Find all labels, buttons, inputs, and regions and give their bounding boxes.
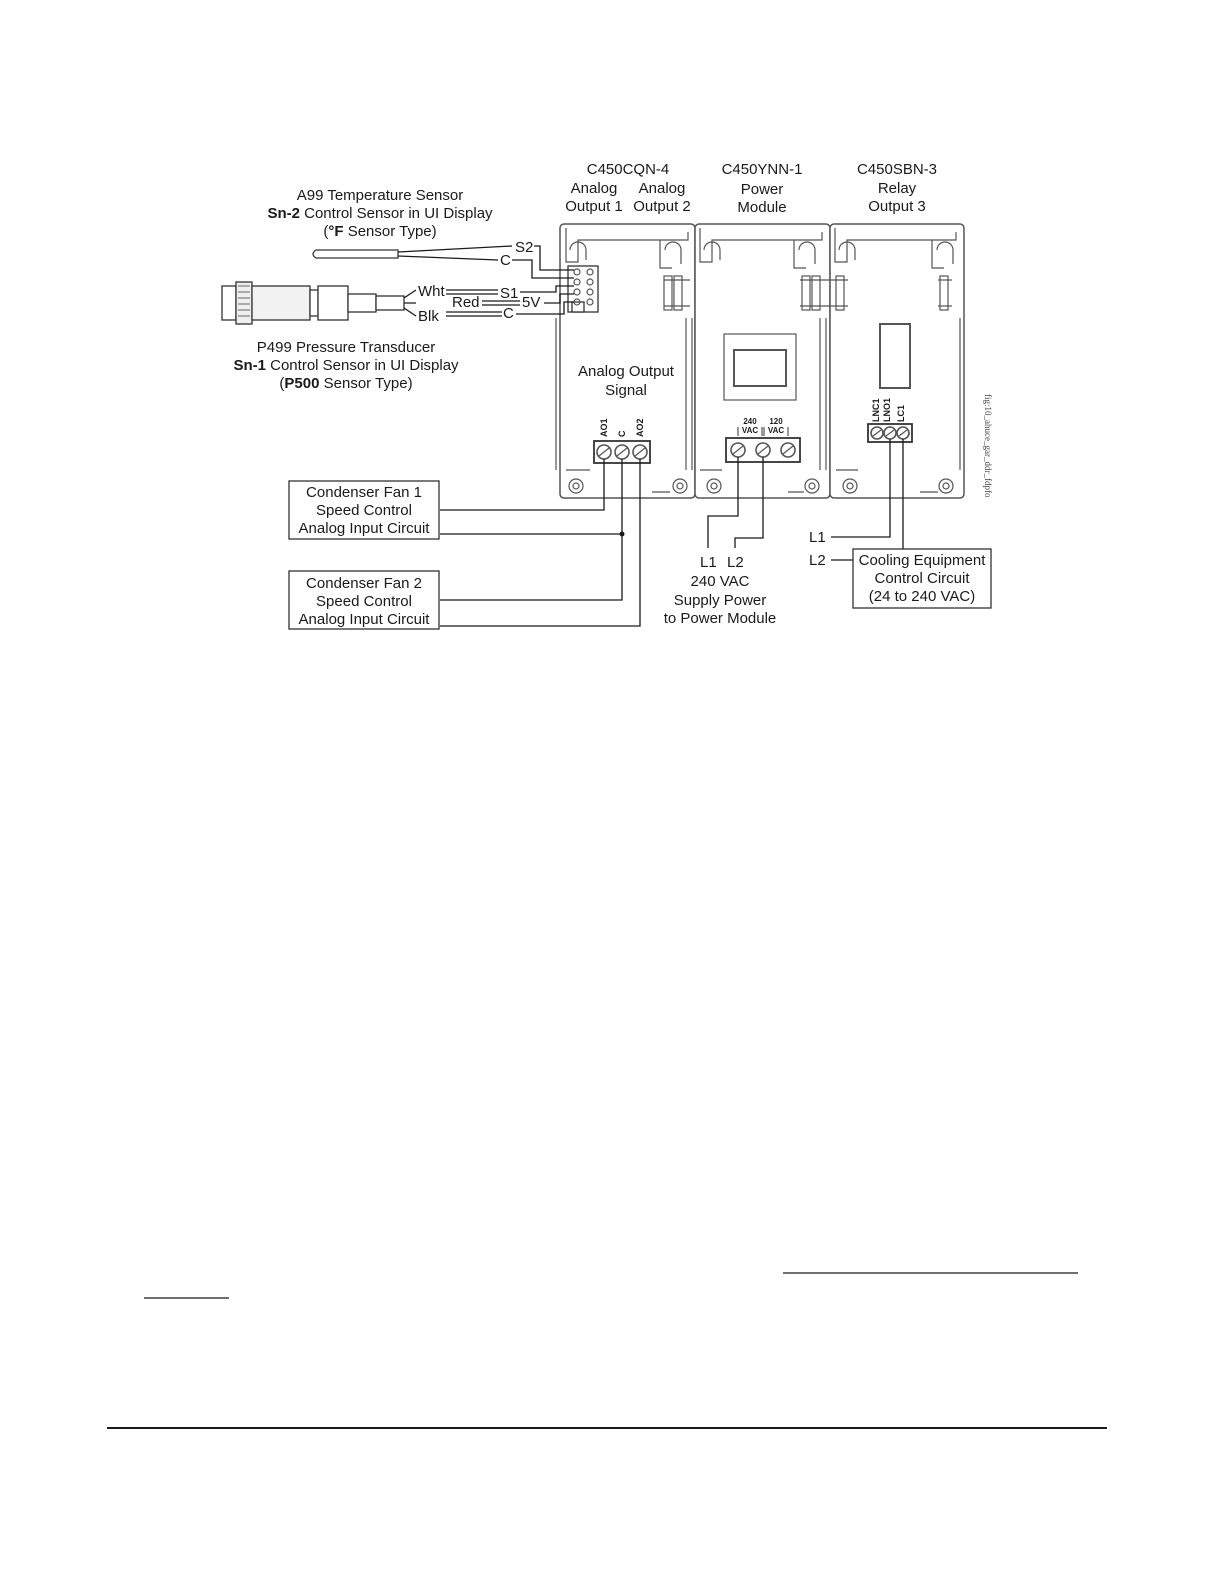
terminal-label-120: 120 — [769, 417, 783, 426]
svg-text:Analog Input Circuit: Analog Input Circuit — [299, 520, 431, 537]
svg-text:Condenser Fan 2: Condenser Fan 2 — [306, 575, 422, 592]
wire-wht — [446, 289, 498, 295]
supply-to-module-label: to Power Module — [664, 610, 777, 627]
wire-ao1-fan1 — [440, 459, 605, 511]
junction-dot — [619, 531, 625, 537]
module3-model: C450SBN-3 — [857, 161, 937, 178]
terminal-label-c: C — [617, 430, 627, 437]
svg-text:Speed Control: Speed Control — [316, 502, 412, 519]
wire-label-blk: Blk — [418, 308, 439, 325]
wire-label-c-bottom: C — [503, 305, 514, 322]
module1-col2-line1: Analog — [639, 180, 686, 197]
module2-housing — [691, 223, 831, 499]
sensor-terminal-block — [567, 265, 599, 313]
terminal-label-vac-240: VAC — [742, 426, 759, 435]
module3-line2: Output 3 — [868, 198, 926, 215]
module3-line1: Relay — [878, 180, 917, 197]
supply-l2: L2 — [727, 554, 744, 571]
temp-sensor-sn2: Sn-2 Control Sensor in UI Display — [267, 205, 493, 222]
module2-line2: Module — [737, 199, 786, 216]
module2-line1: Power — [741, 181, 784, 198]
module-connector — [663, 275, 690, 311]
wire-red — [482, 300, 520, 306]
analog-output-signal-line2: Signal — [605, 382, 647, 399]
pressure-sensor-sn1: Sn-1 Control Sensor in UI Display — [233, 357, 459, 374]
condenser-fan-2-box: Condenser Fan 2 Speed Control Analog Inp… — [288, 570, 440, 630]
svg-text:Condenser Fan 1: Condenser Fan 1 — [306, 484, 422, 501]
module1-col1-line2: Output 1 — [565, 198, 623, 215]
wire-ao2-fan2 — [440, 459, 641, 627]
terminal-label-lnc1: LNC1 — [871, 398, 881, 422]
terminal-label-ao2: AO2 — [635, 418, 645, 437]
wire-label-s1: S1 — [500, 285, 518, 302]
pressure-sensor-type: (P500 Sensor Type) — [279, 375, 412, 392]
terminal-label-lc1: LC1 — [896, 405, 906, 422]
relay-l2: L2 — [809, 552, 826, 569]
wire-c-bottom — [516, 301, 574, 315]
supply-voltage: 240 VAC — [691, 573, 750, 590]
wire-supply-l2 — [734, 457, 764, 548]
figure-id: fig:10_ahuce_gar_ddr_fdpfo — [983, 394, 993, 498]
terminal-label-lno1: LNO1 — [882, 398, 892, 422]
svg-text:Cooling Equipment: Cooling Equipment — [859, 552, 987, 569]
wire-label-s2: S2 — [515, 239, 533, 256]
wire-c-top — [512, 259, 574, 279]
relay-terminal-block — [867, 423, 913, 443]
wire-label-wht: Wht — [418, 283, 446, 300]
cooling-equipment-box: Cooling Equipment Control Circuit (24 to… — [852, 548, 992, 609]
pressure-transducer — [221, 281, 417, 325]
relay-l1: L1 — [809, 529, 826, 546]
wire-relay-l1 — [831, 439, 891, 538]
module-connector — [800, 275, 848, 311]
wire-5v — [544, 293, 574, 304]
svg-text:Control Circuit: Control Circuit — [874, 570, 970, 587]
terminal-label-240: 240 — [743, 417, 757, 426]
wire-label-c-top: C — [500, 252, 511, 269]
svg-text:(24 to 240 VAC): (24 to 240 VAC) — [869, 588, 975, 605]
supply-l1: L1 — [700, 554, 717, 571]
temperature-sensor-probe — [312, 245, 513, 261]
terminal-label-vac-120: VAC — [768, 426, 785, 435]
module1-col2-line2: Output 2 — [633, 198, 691, 215]
module1-model: C450CQN-4 — [587, 161, 670, 178]
condenser-fan-1-box: Condenser Fan 1 Speed Control Analog Inp… — [288, 480, 440, 540]
module-connector — [938, 275, 952, 311]
wire-label-5v: 5V — [522, 294, 540, 311]
pressure-sensor-title: P499 Pressure Transducer — [257, 339, 435, 356]
svg-text:Analog Input Circuit: Analog Input Circuit — [299, 611, 431, 628]
terminal-label-ao1: AO1 — [599, 418, 609, 437]
wire-common-fan2 — [440, 459, 623, 601]
module3-housing — [825, 223, 965, 499]
module2-model: C450YNN-1 — [722, 161, 803, 178]
wire-supply-l1 — [707, 457, 739, 548]
temp-sensor-title: A99 Temperature Sensor — [297, 187, 464, 204]
wire-s1 — [520, 285, 574, 293]
wire-label-red: Red — [452, 294, 480, 311]
svg-text:Speed Control: Speed Control — [316, 593, 412, 610]
analog-output-terminal-block — [593, 440, 651, 464]
wire-s2 — [534, 245, 574, 271]
wire-blk — [446, 311, 502, 317]
module1-col1-line1: Analog — [571, 180, 618, 197]
analog-output-signal-line1: Analog Output — [578, 363, 675, 380]
supply-power-label: Supply Power — [674, 592, 767, 609]
temp-sensor-type: (°F Sensor Type) — [323, 223, 436, 240]
